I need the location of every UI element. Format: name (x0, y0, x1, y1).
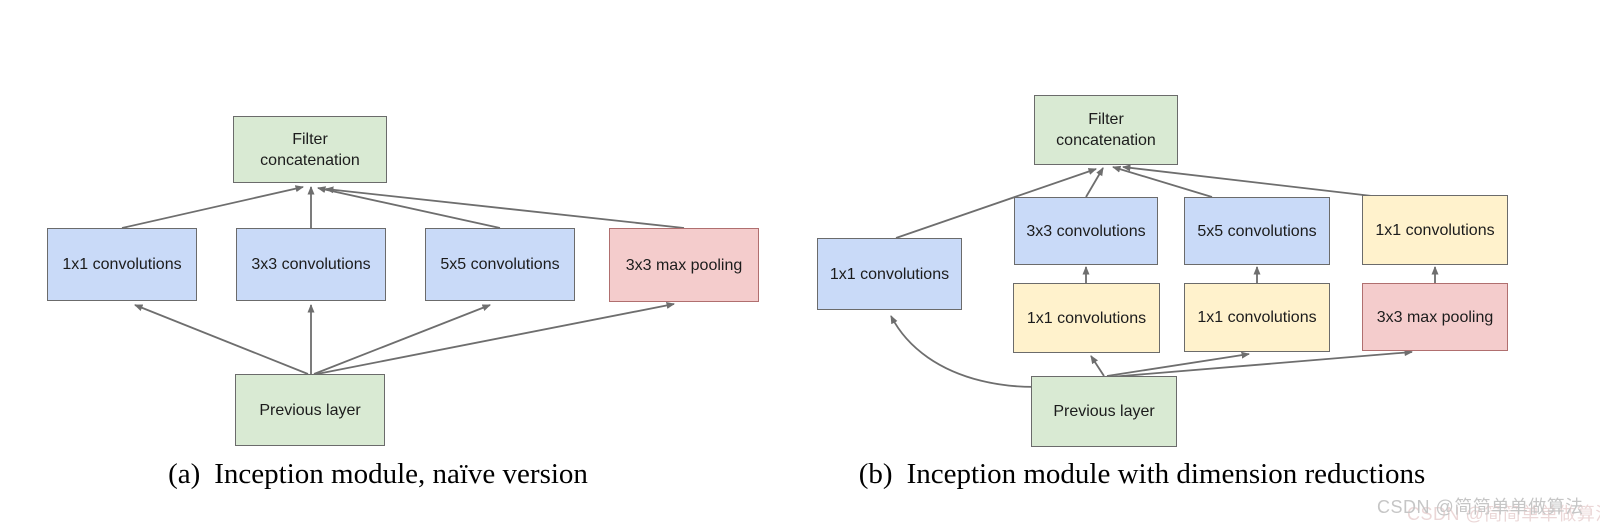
box-a-filter-concatenation: Filter concatenation (233, 116, 387, 183)
arrow-a-1x1-to-concat (121, 185, 304, 229)
box-label: 1x1 convolutions (1197, 309, 1317, 326)
box-a-3x3-convolutions: 3x3 convolutions (236, 228, 386, 301)
box-a-5x5-convolutions: 5x5 convolutions (425, 228, 575, 301)
box-b-previous-layer: Previous layer (1031, 376, 1177, 447)
box-label: 3x3 max pooling (1376, 308, 1494, 326)
arrow-a-prev-to-pool (316, 302, 675, 375)
box-a-1x1-convolutions: 1x1 convolutions (47, 228, 197, 301)
box-label: Previous layer (1053, 403, 1155, 420)
arrow-b-prev-to-pool (1109, 349, 1413, 378)
arrow-a-prev-to-5x5 (313, 304, 491, 375)
box-a-previous-layer: Previous layer (235, 374, 385, 446)
box-label: 5x5 convolutions (1197, 222, 1317, 240)
arrow-a-5x5-to-concat (317, 186, 501, 229)
csdn-watermark: CSDN @简简单单做算法 (1377, 497, 1584, 517)
box-b-1x1-convolutions-left: 1x1 convolutions (817, 238, 962, 310)
box-b-5x5-convolutions: 5x5 convolutions (1184, 197, 1330, 265)
arrow-a-prev-to-1x1 (134, 304, 309, 375)
arrow-b-prev-to-reduce2 (1106, 351, 1250, 377)
caption-b-index: (b) (858, 458, 893, 490)
csdn-watermark-echo: CSDN @简简单单做算法 (1407, 504, 1600, 524)
arrow-b-3x3-to-concat (1085, 167, 1104, 198)
box-label: 1x1 convolutions (1026, 309, 1147, 327)
arrow-a-pool-to-concat (325, 186, 685, 229)
caption-a-text: Inception module, naïve version (214, 458, 588, 490)
arrow-b-1x1right-to-concat (1122, 164, 1373, 197)
caption-b-text: Inception module with dimension reductio… (906, 458, 1426, 490)
caption-b: (b) Inception module with dimension redu… (792, 458, 1492, 491)
arrow-b-5x5-to-concat (1112, 165, 1213, 198)
box-label: 3x3 convolutions (1026, 222, 1146, 240)
caption-a-index: (a) (168, 458, 201, 490)
box-a-3x3-max-pooling: 3x3 max pooling (609, 228, 759, 302)
box-label: Filter concatenation (1056, 111, 1156, 149)
arrow-b-prev-to-reduce1 (1090, 355, 1105, 377)
box-label: 3x3 max pooling (625, 256, 743, 274)
box-b-filter-concatenation: Filter concatenation (1034, 95, 1178, 165)
box-label: 5x5 convolutions (440, 256, 560, 273)
box-label: 1x1 convolutions (62, 256, 182, 273)
box-b-3x3-max-pooling: 3x3 max pooling (1362, 283, 1508, 351)
caption-a: (a) Inception module, naïve version (28, 458, 728, 491)
box-b-3x3-convolutions: 3x3 convolutions (1014, 197, 1158, 265)
box-b-1x1-reduce-a: 1x1 convolutions (1013, 283, 1160, 353)
box-label: 3x3 convolutions (251, 256, 371, 273)
box-label: Filter concatenation (260, 130, 360, 169)
box-b-1x1-reduce-b: 1x1 convolutions (1184, 283, 1330, 352)
box-label: 1x1 convolutions (829, 265, 950, 283)
box-label: 1x1 convolutions (1375, 221, 1495, 239)
box-label: Previous layer (259, 401, 361, 419)
box-b-1x1-convolutions-right: 1x1 convolutions (1362, 195, 1508, 265)
